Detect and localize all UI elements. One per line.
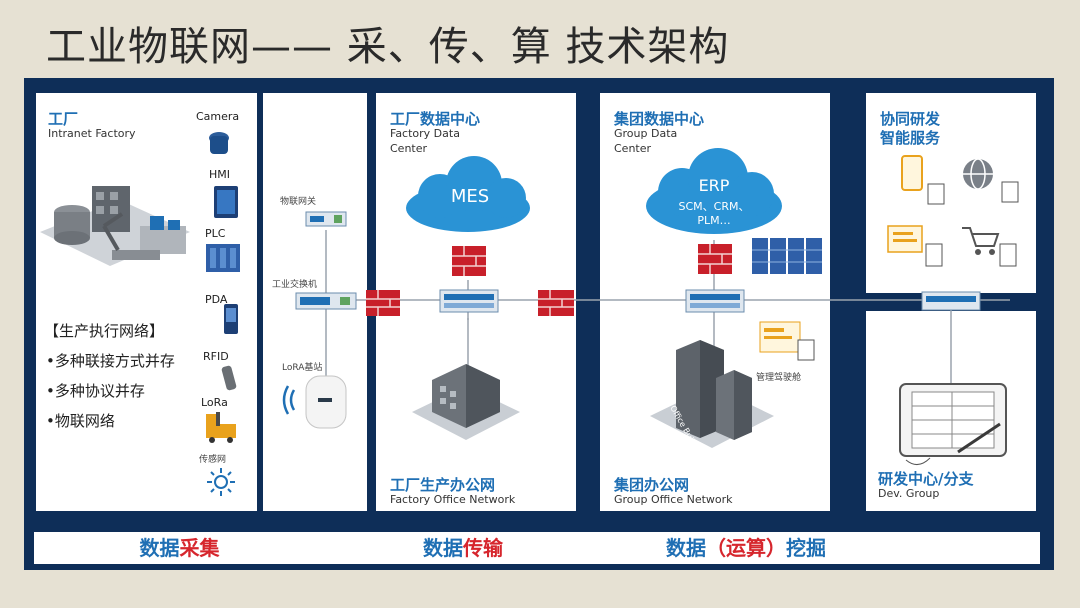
rd-subtitle: Dev. Group bbox=[878, 487, 940, 500]
factory-title: 工厂 bbox=[48, 110, 79, 128]
segment-data-mining: 数据（运算）挖掘 bbox=[601, 532, 891, 564]
segment-text: 数据 bbox=[423, 536, 463, 560]
erp-cloud-icon bbox=[646, 148, 782, 234]
industrial-switch-icon bbox=[295, 292, 357, 310]
pda-icon bbox=[224, 304, 238, 334]
factory-dc-subtitle-2: Center bbox=[390, 142, 428, 155]
group-dc-title: 集团数据中心 bbox=[614, 110, 705, 128]
shopping-cart-icon bbox=[962, 227, 1017, 267]
device-label-plc: PLC bbox=[205, 227, 226, 240]
document-icon bbox=[887, 225, 943, 267]
device-label-pda: PDA bbox=[205, 293, 228, 306]
rd-title: 研发中心/分支 bbox=[878, 470, 974, 488]
tablet-icon bbox=[899, 383, 1007, 465]
rd-switch-icon bbox=[921, 291, 981, 311]
production-network-title: 【生产执行网络】 bbox=[44, 322, 165, 340]
factory-switch-icon bbox=[439, 289, 499, 313]
server-rack-icon bbox=[752, 238, 822, 274]
page-title: 工业物联网—— 采、传、算 技术架构 bbox=[46, 24, 730, 70]
erp-label: ERP bbox=[698, 176, 730, 195]
scm-crm-label: SCM、CRM、 bbox=[678, 200, 750, 213]
factory-office-title: 工厂生产办公网 bbox=[390, 476, 496, 494]
industrial-switch-label: 工业交换机 bbox=[272, 280, 318, 290]
mobile-icon bbox=[901, 155, 945, 205]
collab-title-2: 智能服务 bbox=[880, 129, 941, 147]
sensor-network-icon bbox=[207, 468, 235, 496]
firewall-icon-2 bbox=[452, 246, 486, 276]
factory-illustration bbox=[40, 186, 190, 266]
device-label-rfid: RFID bbox=[203, 350, 229, 363]
iot-gateway-label: 物联网关 bbox=[280, 197, 317, 207]
factory-subtitle: Intranet Factory bbox=[48, 127, 136, 140]
device-label-hmi: HMI bbox=[209, 168, 231, 181]
group-switch-icon bbox=[685, 289, 745, 313]
lora-base-label: LoRA基站 bbox=[282, 363, 323, 373]
segment-text: 数据 bbox=[139, 536, 180, 560]
mes-label: MES bbox=[450, 186, 490, 207]
factory-office-building-icon bbox=[412, 364, 520, 440]
cockpit-icon bbox=[759, 321, 815, 361]
bullet-item: •多种联接方式并存 bbox=[46, 352, 175, 370]
segment-data-transmission: 数据传输 bbox=[325, 532, 601, 564]
segment-text: 挖掘 bbox=[786, 536, 826, 560]
group-dc-subtitle-2: Center bbox=[614, 142, 652, 155]
segment-highlight: 传输 bbox=[463, 536, 503, 560]
collab-title-1: 协同研发 bbox=[880, 110, 941, 128]
factory-dc-subtitle-1: Factory Data bbox=[390, 127, 460, 140]
factory-dc-title: 工厂数据中心 bbox=[390, 110, 481, 128]
segment-data-collection: 数据采集 bbox=[34, 532, 325, 564]
device-label-camera: Camera bbox=[196, 110, 240, 123]
hmi-icon bbox=[214, 186, 238, 218]
group-office-title: 集团办公网 bbox=[614, 476, 690, 494]
bullet-item: •多种协议并存 bbox=[46, 382, 145, 400]
bullet-item: •物联网络 bbox=[46, 412, 115, 430]
globe-icon bbox=[963, 158, 1019, 203]
segment-text: 数据 bbox=[666, 536, 706, 560]
cockpit-label: 管理驾驶舱 bbox=[756, 373, 802, 383]
lora-base-station-icon bbox=[282, 375, 347, 429]
rfid-icon bbox=[221, 365, 237, 391]
mes-cloud-icon bbox=[406, 156, 530, 232]
lora-icon bbox=[206, 412, 236, 443]
segment-highlight: 采集 bbox=[179, 536, 220, 560]
plc-icon bbox=[206, 244, 240, 272]
group-office-subtitle: Group Office Network bbox=[614, 493, 733, 506]
device-label-lora: LoRa bbox=[201, 396, 228, 409]
firewall-icon-3 bbox=[538, 290, 574, 316]
group-office-building-icon bbox=[650, 340, 774, 448]
firewall-icon-1 bbox=[366, 290, 400, 316]
factory-panel bbox=[36, 93, 257, 511]
camera-icon bbox=[209, 132, 229, 154]
plm-label: PLM… bbox=[697, 214, 731, 227]
device-label-sensor: 传感网 bbox=[199, 455, 227, 465]
iot-gateway-icon bbox=[305, 211, 347, 227]
firewall-icon-4 bbox=[698, 244, 732, 274]
segment-highlight: （运算） bbox=[706, 536, 786, 560]
group-dc-subtitle-1: Group Data bbox=[614, 127, 678, 140]
bottom-bar: 数据采集 数据传输 数据（运算）挖掘 bbox=[34, 532, 1040, 564]
factory-office-subtitle: Factory Office Network bbox=[390, 493, 516, 506]
